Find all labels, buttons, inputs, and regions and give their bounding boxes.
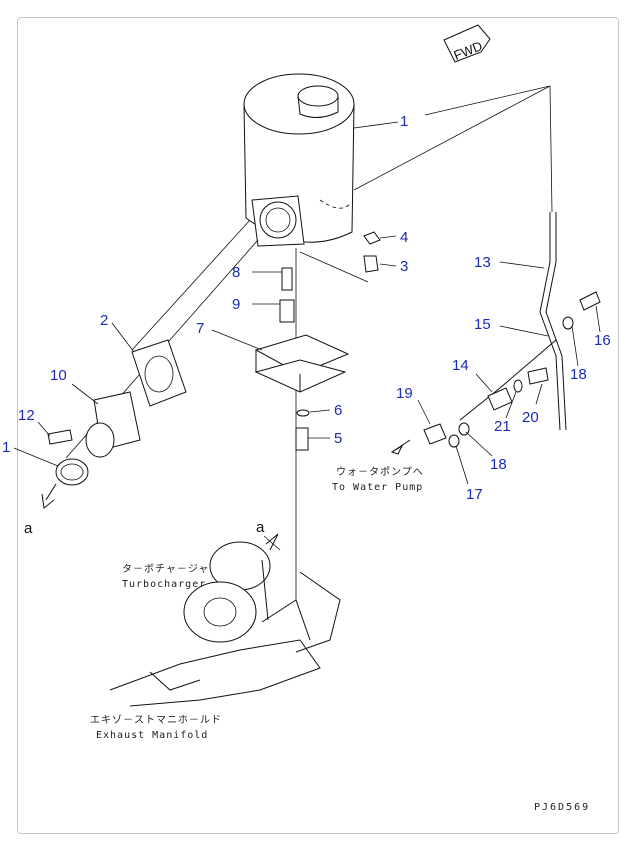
callout-5: 5	[334, 430, 342, 447]
manifold-jp: エキゾ－ストマニホ－ルド	[90, 714, 222, 726]
turbo-jp: タ－ボチャ－ジャ	[122, 563, 209, 575]
callout-19: 19	[396, 385, 413, 402]
callout-13: 13	[474, 254, 491, 271]
callout-3: 3	[400, 258, 408, 275]
exhaust-manifold	[109, 639, 321, 707]
callout-14: 14	[452, 357, 469, 374]
callout-20: 20	[522, 409, 539, 426]
air-cleaner	[243, 73, 355, 247]
callout-16: 16	[594, 332, 611, 349]
water-pump-jp: ウォ－タポンプへ	[336, 466, 424, 478]
callout-18b: 18	[490, 456, 507, 473]
callout-8: 8	[232, 264, 240, 281]
fwd-label: FWD	[451, 38, 484, 63]
callout-10: 10	[50, 367, 67, 384]
captions: ウォ－タポンプへ To Water Pump タ－ボチャ－ジャ Turbocha…	[90, 466, 424, 741]
fwd-arrow: FWD	[443, 24, 491, 63]
drawing-code: PJ6D569	[534, 802, 590, 813]
turbocharger	[183, 533, 341, 653]
callout-6: 6	[334, 402, 342, 419]
gasket-and-elbow	[41, 339, 187, 509]
manifold-en: Exhaust Manifold	[96, 730, 208, 741]
bracket	[254, 334, 350, 393]
view-label-left: a	[24, 520, 33, 537]
leader-lines	[13, 121, 601, 551]
callout-18a: 18	[570, 366, 587, 383]
callout-7: 7	[196, 320, 204, 337]
callout-21: 21	[494, 418, 511, 435]
callout-17: 17	[466, 486, 483, 503]
callout-9: 9	[232, 296, 240, 313]
callout-12: 12	[18, 407, 35, 424]
callout-numbers: 1 2 3 4 5 6 7 8 9 10 12 1 13 14 15 16 17…	[2, 113, 611, 503]
view-label-turbo: a	[256, 519, 265, 536]
hardware-parts	[279, 231, 381, 451]
callout-4: 4	[400, 229, 408, 246]
turbo-en: Turbocharger	[122, 579, 206, 590]
callout-1b: 1	[2, 439, 10, 456]
callout-2: 2	[100, 312, 108, 329]
callout-15: 15	[474, 316, 491, 333]
callout-1: 1	[400, 113, 408, 130]
water-pump-en: To Water Pump	[332, 482, 423, 493]
